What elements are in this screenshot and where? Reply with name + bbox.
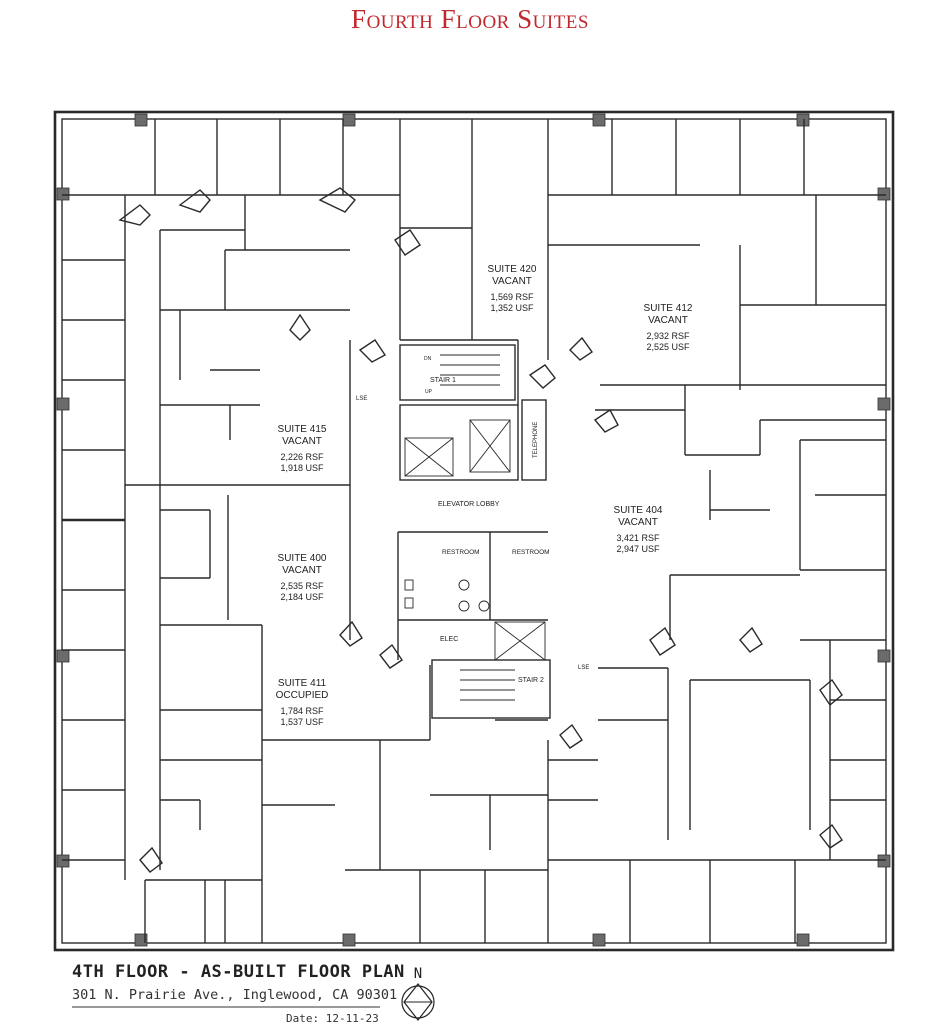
suite-400-usf: 2,184 USF	[280, 592, 324, 602]
lse-left-label: LSE	[356, 396, 367, 402]
suite-411-rsf: 1,784 RSF	[280, 706, 324, 716]
right-perimeter-offices	[548, 195, 886, 943]
suite-420-usf: 1,352 USF	[490, 303, 534, 313]
suite-420-name: SUITE 420	[488, 264, 537, 275]
suite-400-name: SUITE 400	[278, 553, 327, 564]
up-label: UP	[425, 389, 433, 395]
suite-404-rsf: 3,421 RSF	[616, 533, 660, 543]
suite-404-name: SUITE 404	[614, 505, 663, 516]
plan-date: Date: 12-11-23	[286, 1012, 379, 1025]
suite-400-rsf: 2,535 RSF	[280, 581, 324, 591]
suite-412-name: SUITE 412	[644, 303, 693, 314]
address: 301 N. Prairie Ave., Inglewood, CA 90301	[72, 987, 398, 1003]
room-label-suite-420: SUITE 420 VACANT 1,569 RSF 1,352 USF	[488, 264, 537, 313]
suite-412-usf: 2,525 USF	[646, 342, 690, 352]
footer-rule	[72, 1006, 380, 1008]
room-label-suite-411: SUITE 411 OCCUPIED 1,784 RSF 1,537 USF	[276, 678, 329, 727]
room-label-suite-415: SUITE 415 VACANT 2,226 RSF 1,918 USF	[278, 424, 327, 473]
suite-415-name: SUITE 415	[278, 424, 327, 435]
suite-415-rsf: 2,226 RSF	[280, 452, 324, 462]
suite-411-usf: 1,537 USF	[280, 717, 324, 727]
core-labels: STAIR 1 DN UP STAIR 2 ELEVATOR LOBBY TEL…	[356, 356, 589, 684]
page-title: Fourth Floor Suites	[351, 4, 589, 34]
suite-415-usf: 1,918 USF	[280, 463, 324, 473]
telephone-label: TELEPHONE	[533, 422, 539, 458]
left-perimeter-offices	[62, 195, 350, 943]
suite-404-status: VACANT	[618, 517, 658, 528]
suite-420-rsf: 1,569 RSF	[490, 292, 534, 302]
restroom-left-label: RESTROOM	[442, 549, 480, 556]
north-arrow-icon: N	[398, 965, 438, 1023]
bottom-offices	[262, 665, 549, 943]
room-label-suite-400: SUITE 400 VACANT 2,535 RSF 2,184 USF	[278, 553, 327, 602]
building-outline	[53, 110, 895, 952]
central-core	[349, 339, 551, 719]
top-perimeter-offices	[62, 119, 886, 360]
structural-columns	[56, 113, 891, 947]
elevator-lobby-label: ELEVATOR LOBBY	[438, 501, 500, 508]
suite-411-name: SUITE 411	[278, 678, 327, 689]
suite-412-rsf: 2,932 RSF	[646, 331, 690, 341]
suite-400-status: VACANT	[282, 565, 322, 576]
lse-right-label: LSE	[578, 665, 589, 671]
stair-2-label: STAIR 2	[518, 677, 544, 684]
stair-1-label: STAIR 1	[430, 377, 456, 384]
plan-title: 4TH FLOOR - AS-BUILT FLOOR PLAN	[72, 962, 405, 982]
suite-415-status: VACANT	[282, 436, 322, 447]
corridor-outlines	[118, 187, 843, 873]
room-label-suite-412: SUITE 412 VACANT 2,932 RSF 2,525 USF	[644, 303, 693, 352]
elec-label: ELEC	[440, 636, 458, 643]
dn-label: DN	[424, 356, 432, 362]
suite-420-status: VACANT	[492, 276, 532, 287]
suite-412-status: VACANT	[648, 315, 688, 326]
room-label-suite-404: SUITE 404 VACANT 3,421 RSF 2,947 USF	[614, 505, 663, 554]
suite-411-status: OCCUPIED	[276, 690, 329, 701]
restroom-right-label: RESTROOM	[512, 549, 550, 556]
suite-404-usf: 2,947 USF	[616, 544, 660, 554]
north-label: N	[414, 966, 422, 982]
